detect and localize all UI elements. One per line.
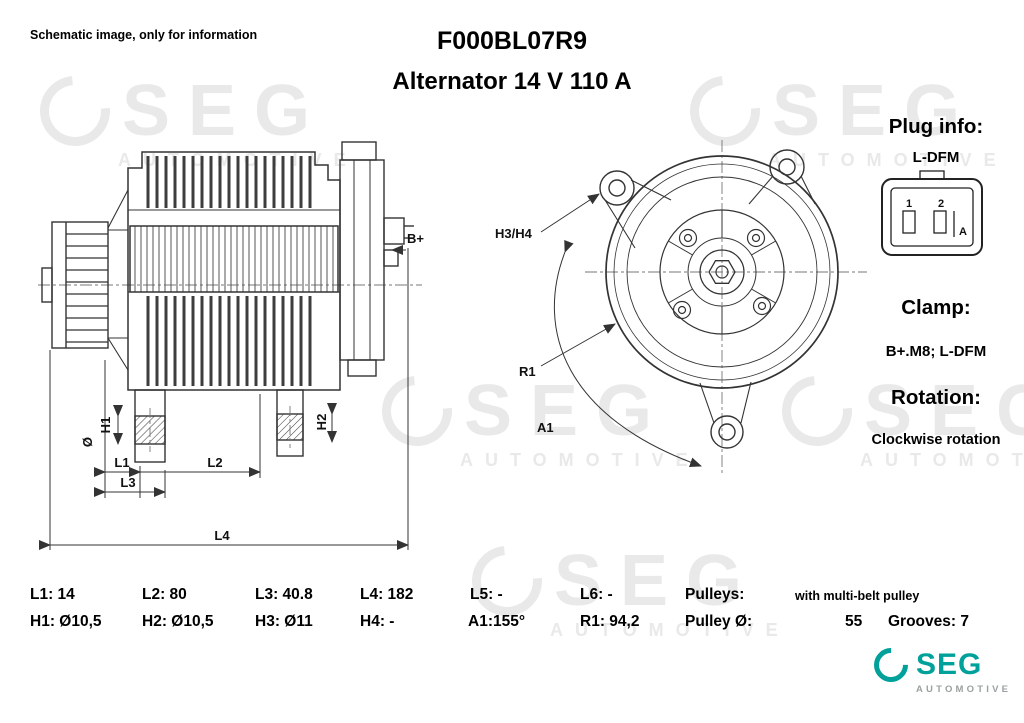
- dim-l3: L3: 40.8: [255, 586, 313, 603]
- h3h4-label: H3/H4: [495, 226, 533, 241]
- dim-l4: L4: 182: [360, 586, 414, 603]
- front-view-drawing: H3/H4 R1 A1: [495, 140, 867, 475]
- rotation-value: Clockwise rotation: [871, 432, 1001, 448]
- watermark: SEG AUTOMOTIVE: [675, 61, 1008, 171]
- plug-info-heading: Plug info:: [888, 115, 984, 138]
- mounting-lugs: [134, 389, 304, 463]
- r1-label: R1: [519, 364, 536, 379]
- a1-arc: [553, 239, 702, 468]
- clamp-heading: Clamp:: [901, 296, 971, 319]
- pin2-label: 2: [938, 198, 944, 210]
- dim-l6: L6: -: [580, 586, 613, 603]
- h3h4-leader: [540, 193, 600, 233]
- side-view-drawing: B+ L1 L2 L3 L4 H1: [38, 141, 424, 550]
- clamp-value: B+.M8; L-DFM: [885, 343, 987, 360]
- h2-label: H2: [314, 414, 329, 431]
- pin-a-label: A: [959, 226, 967, 238]
- l3-label: L3: [120, 475, 135, 490]
- grooves-value: Grooves: 7: [888, 613, 969, 630]
- plug-drawing: 1 2 A: [881, 170, 983, 256]
- a1-label: A1: [537, 420, 554, 435]
- seg-logo-ring-icon: [866, 640, 916, 690]
- l4-label: L4: [214, 528, 230, 543]
- rotation-heading: Rotation:: [891, 386, 981, 409]
- disclaimer-note: Schematic image, only for information: [30, 28, 258, 42]
- dim-h4: H4: -: [360, 613, 395, 630]
- pin1-label: 1: [906, 198, 912, 210]
- dim-r1: R1: 94,2: [580, 613, 640, 630]
- pulleys-note: with multi-belt pulley: [795, 589, 920, 603]
- dim-a1: A1:155°: [468, 613, 526, 630]
- pulleys-label: Pulleys:: [685, 586, 745, 603]
- l1-label: L1: [114, 455, 129, 470]
- dim-l1: L1: 14: [30, 586, 75, 603]
- plug-type: L-DFM: [912, 149, 960, 166]
- alternator-body: [107, 151, 341, 391]
- watermark: SEG AUTOMOTIVE: [457, 531, 790, 641]
- seg-logo: SEG AUTOMOTIVE: [866, 640, 1011, 695]
- b-plus-label: B+: [407, 231, 424, 246]
- page-title: Alternator 14 V 110 A: [392, 68, 632, 95]
- part-number: F000BL07R9: [436, 27, 588, 55]
- pulley-diameter-value: 55: [845, 613, 863, 630]
- plug-housing: [881, 170, 983, 256]
- dim-h3: H3: Ø11: [255, 613, 313, 630]
- pulley-diameter-label: Pulley Ø:: [685, 613, 753, 630]
- dim-h2: H2: Ø10,5: [142, 613, 214, 630]
- mounting-ears: [599, 149, 816, 449]
- r1-leader: [540, 323, 616, 367]
- dim-l5: L5: -: [470, 586, 503, 603]
- dim-l2: L2: 80: [142, 586, 187, 603]
- l2-label: L2: [207, 455, 222, 470]
- dim-h1: H1: Ø10,5: [30, 613, 102, 630]
- dimension-lines: [39, 248, 409, 550]
- diameter-label: Ø: [80, 437, 95, 447]
- h1-label: H1: [98, 417, 113, 434]
- watermark: SEG AUTOMOTIVE: [767, 361, 1024, 471]
- rear-bracket: [339, 141, 414, 377]
